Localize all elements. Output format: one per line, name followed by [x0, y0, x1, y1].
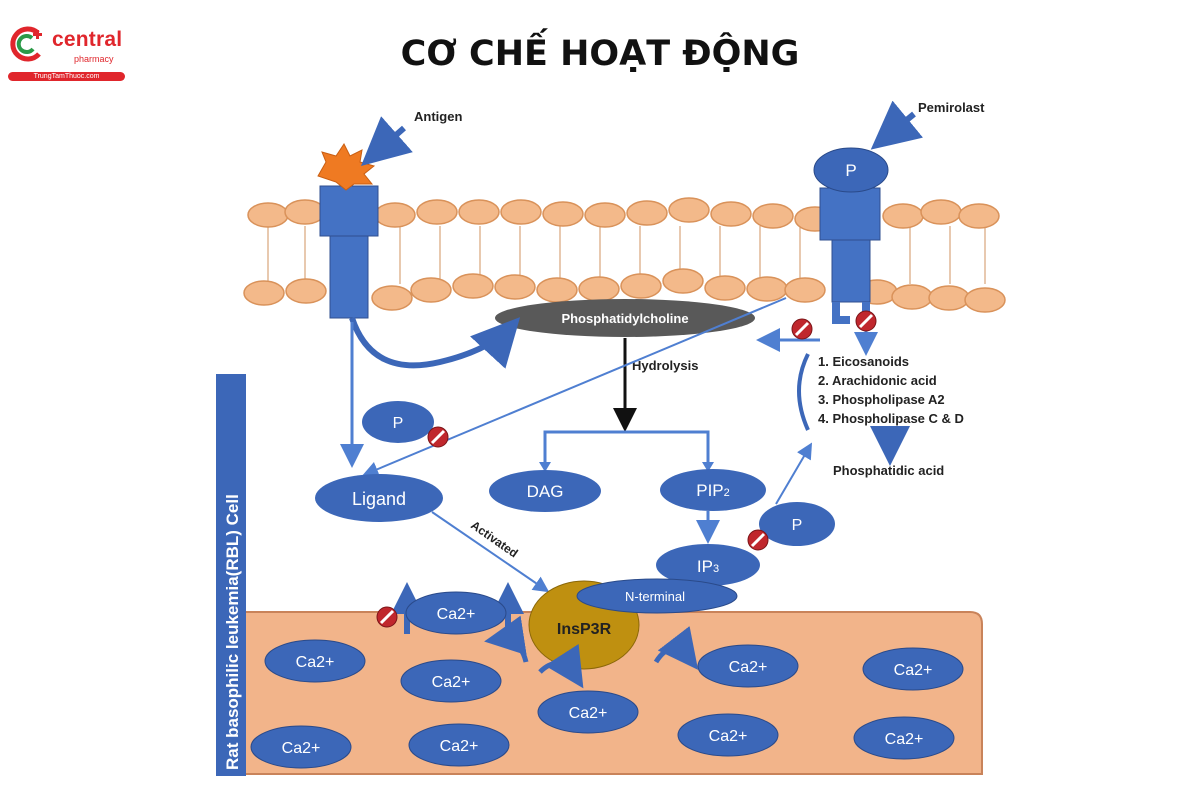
pemirolast-p-node — [362, 401, 434, 443]
ip3-label: IP3 — [697, 557, 719, 576]
inhibit-icon — [747, 529, 769, 551]
ip3-node — [656, 544, 760, 586]
antigen-label: Antigen — [414, 109, 462, 124]
calcium-ion-label: Ca2+ — [440, 738, 479, 755]
inhibit-icon — [376, 606, 398, 628]
inhibit-icon — [791, 318, 813, 340]
calcium-ion-label: Ca2+ — [729, 659, 768, 676]
calcium-flow-arrow — [538, 643, 584, 689]
brand-website: TrungTamThuoc.com — [8, 72, 125, 81]
inhibit-icon — [855, 310, 877, 332]
pemirolast-label: Pemirolast — [918, 100, 985, 115]
products-bracket — [797, 353, 810, 431]
n-terminal-node — [576, 578, 738, 614]
p-node-label: P — [792, 517, 803, 534]
n-terminal-label: N-terminal — [625, 589, 685, 604]
receptor-to-pc-arrow — [349, 317, 521, 369]
calcium-ion-label: Ca2+ — [885, 731, 924, 748]
calcium-ion-group — [250, 591, 964, 769]
brand-logo: central pharmacy TrungTamThuoc.com — [8, 22, 128, 82]
hydrolysis-label: Hydrolysis — [632, 358, 698, 373]
calcium-ion-label: Ca2+ — [296, 654, 335, 671]
phosphatidylcholine-oval — [495, 299, 755, 337]
ligand-label: Ligand — [352, 489, 406, 509]
calcium-ion-label: Ca2+ — [709, 728, 748, 745]
cell-label-strip — [216, 374, 246, 776]
pip2-node — [660, 469, 766, 511]
ip3-to-products-arrow — [775, 442, 813, 505]
phosphatidylcholine-label: Phosphatidylcholine — [561, 311, 688, 326]
pemirolast-receptor — [813, 147, 889, 324]
pemirolast-p-node — [759, 502, 835, 546]
antigen-receptor — [319, 185, 379, 319]
pemirolast-p-symbol: P — [845, 161, 856, 180]
pip2-arrowhead — [702, 462, 714, 472]
antigen-arrow — [361, 116, 413, 166]
activated-arrow — [431, 511, 550, 593]
product-item: 2. Arachidonic acid — [818, 373, 937, 388]
phosphatidic-acid-label: Phosphatidic acid — [833, 463, 944, 478]
brand-subtitle: pharmacy — [74, 54, 114, 64]
page-title: CƠ CHẾ HOẠT ĐỘNG — [400, 34, 800, 74]
pip2-label: PIP2 — [696, 481, 730, 500]
pemirolast-arrow — [870, 100, 924, 150]
calcium-ion-label: Ca2+ — [894, 662, 933, 679]
product-item: 4. Phospholipase C & D — [818, 411, 964, 426]
calcium-flow-arrow — [484, 615, 529, 663]
calcium-ion-label: Ca2+ — [432, 674, 471, 691]
calcium-ion-label: Ca2+ — [282, 740, 321, 757]
central-pharmacy-logo-icon — [10, 26, 42, 62]
p-node-label: P — [393, 415, 404, 432]
calcium-flow-arrow — [653, 626, 699, 670]
hydrolysis-split — [543, 430, 710, 468]
product-item: 1. Eicosanoids — [818, 354, 909, 369]
antigen-burst-icon — [317, 143, 376, 191]
dag-arrowhead — [539, 462, 551, 472]
dag-node — [489, 470, 601, 512]
ligand-node — [315, 474, 443, 522]
product-item: 3. Phospholipase A2 — [818, 392, 945, 407]
cell-label: Rat basophilic leukemia(RBL) Cell — [223, 494, 242, 770]
calcium-ion-label: Ca2+ — [437, 606, 476, 623]
calcium-ion-label: Ca2+ — [569, 705, 608, 722]
dag-label: DAG — [527, 482, 564, 501]
brand-name: central — [52, 28, 123, 51]
membrane-inner-leaflet — [243, 268, 1006, 313]
insp3r-label: InsP3R — [557, 621, 612, 638]
inhibit-icon — [427, 426, 449, 448]
